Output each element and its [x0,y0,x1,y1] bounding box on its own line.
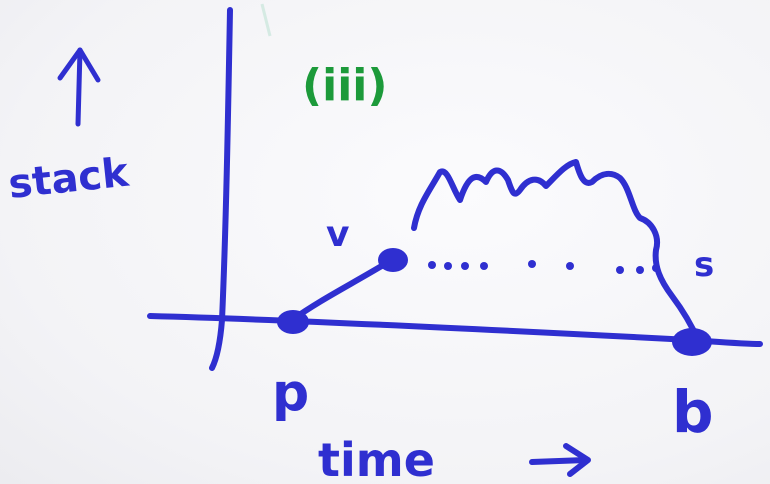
right-arrow-icon [529,457,589,465]
end-point-dot [672,328,712,356]
y-axis-label: stack [6,149,132,207]
panel-label: (iii) [302,60,387,111]
end-point-label: b [672,378,714,446]
y-axis-line [209,7,233,371]
start-point-label: p [272,363,309,423]
rise-segment [289,261,388,323]
up-arrow-head-icon [57,47,101,83]
drop-label: s [694,245,714,285]
dotted-plateau [428,260,660,274]
x-axis-line [147,313,763,347]
smudge-mark [260,3,272,37]
right-arrow-head-icon [563,443,591,477]
x-axis-label: time [318,433,435,484]
up-arrow-icon [75,47,83,127]
elevated-point-dot [378,248,408,272]
wavy-upper-curve [411,159,701,343]
start-point-dot [277,310,309,334]
rise-label: v [326,214,349,255]
